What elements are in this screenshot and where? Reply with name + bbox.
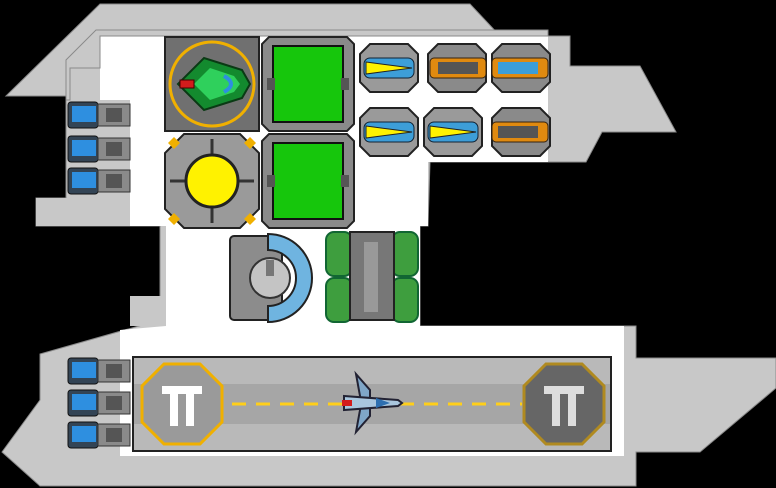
green-fuel-tank-icon xyxy=(325,231,419,323)
weapon-slot-5[interactable] xyxy=(420,104,486,164)
launch-pad-icon xyxy=(140,362,224,446)
fuel-module[interactable] xyxy=(324,228,420,328)
cargo-module-2[interactable] xyxy=(261,133,355,233)
launch-pad-inactive[interactable] xyxy=(522,362,606,450)
thruster[interactable] xyxy=(66,420,132,454)
launch-pad-active[interactable] xyxy=(140,362,224,450)
reactor-core-icon xyxy=(164,133,260,229)
thruster[interactable] xyxy=(66,388,132,422)
blue-fighter-icon xyxy=(342,370,404,436)
blue-yellow-missile-launcher-icon xyxy=(359,43,419,93)
engine-module[interactable] xyxy=(228,230,324,330)
engine-generator-icon xyxy=(229,232,313,324)
cargo-module-1[interactable] xyxy=(261,36,355,136)
thruster[interactable] xyxy=(66,134,132,168)
blue-yellow-missile-launcher-icon xyxy=(423,107,483,157)
weapon-slot-4[interactable] xyxy=(356,104,422,164)
weapon-slot-6[interactable] xyxy=(488,104,554,164)
orange-autocannon-icon xyxy=(491,107,551,157)
launch-pad-icon xyxy=(522,362,606,446)
blue-yellow-missile-launcher-icon xyxy=(359,107,419,157)
weapon-slot-3[interactable] xyxy=(488,40,554,100)
weapon-slot-1[interactable] xyxy=(356,40,422,100)
green-cargo-panel-icon xyxy=(261,36,355,132)
green-fighter-bay-icon xyxy=(164,36,260,132)
reactor-module[interactable] xyxy=(164,133,260,233)
green-cargo-panel-icon xyxy=(261,133,355,229)
fighter-bay-module[interactable] xyxy=(164,36,260,136)
thruster[interactable] xyxy=(66,100,132,134)
thruster[interactable] xyxy=(66,166,132,200)
weapon-slot-2[interactable] xyxy=(424,40,490,100)
orange-autocannon-icon xyxy=(427,43,487,93)
orange-autocannon-icon xyxy=(491,43,551,93)
docked-fighter[interactable] xyxy=(336,370,404,440)
thruster[interactable] xyxy=(66,356,132,390)
